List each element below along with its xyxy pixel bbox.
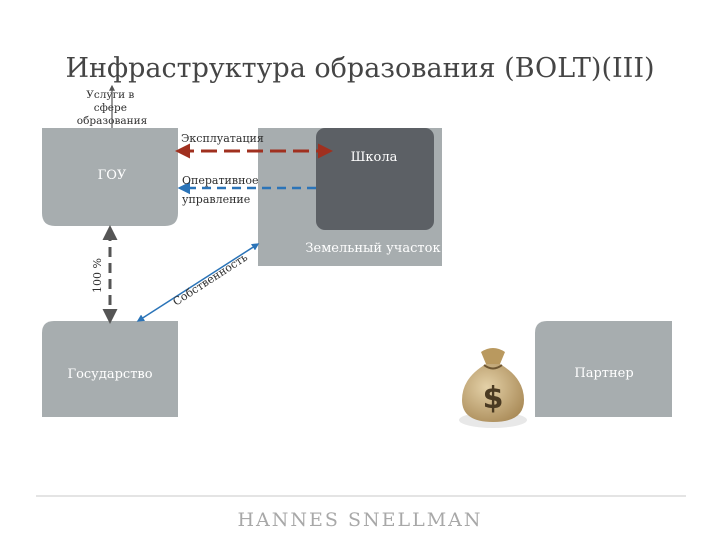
ownership-arrow [136, 243, 260, 322]
ownership-label: Собственность [171, 251, 250, 309]
operation-label: Эксплуатация [181, 132, 264, 145]
school-label: Школа [351, 150, 398, 165]
school-box [316, 128, 434, 230]
partner-label: Партнер [574, 366, 633, 381]
money-bag-icon: $ [459, 348, 527, 428]
percent-label: 100 % [91, 258, 104, 293]
page-title: Инфраструктура образования (BOLT)(III) [65, 53, 654, 84]
state-box [42, 321, 178, 417]
gou-box [42, 128, 178, 226]
gou-label: ГОУ [98, 168, 127, 183]
footer-brand: HANNES SNELLMAN [237, 509, 482, 531]
state-label: Государство [67, 367, 152, 382]
operative-label: Оперативное управление [182, 174, 262, 206]
land-label: Земельный участок [305, 241, 440, 256]
partner-box [535, 321, 672, 417]
money-symbol: $ [483, 381, 504, 416]
services-label: Услуги в сфере образования [77, 89, 148, 127]
